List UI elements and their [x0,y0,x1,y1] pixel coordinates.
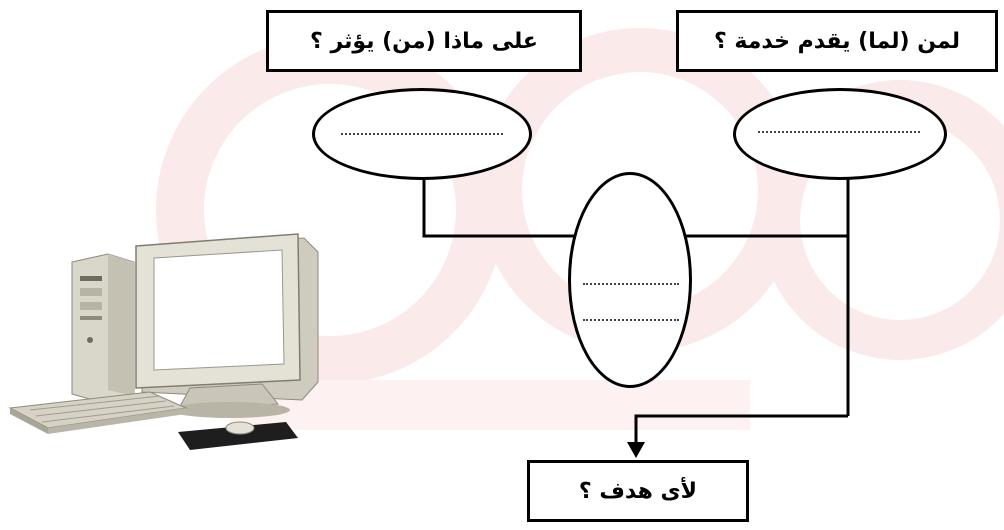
desktop-computer-icon [8,233,319,450]
question-box-serves: لمن (لما) يقدم خدمة ؟ [676,10,998,72]
answer-blank-right [758,131,920,133]
answer-ellipse-middle [568,172,692,388]
question-serves-text: لمن (لما) يقدم خدمة ؟ [713,28,961,54]
question-box-goal: لأى هدف ؟ [527,460,749,522]
question-goal-text: لأى هدف ؟ [578,478,698,504]
question-box-affects: على ماذا (من) يؤثر ؟ [266,10,582,72]
arrow-down-icon [627,442,645,458]
answer-blank-left [341,133,503,135]
answer-blank-middle-2 [583,319,679,321]
answer-ellipse-right [733,88,947,180]
answer-blank-middle-1 [583,283,679,285]
connector-left-to-junction [422,176,848,238]
answer-ellipse-left [312,88,532,180]
connector-to-goal [634,414,848,444]
question-affects-text: على ماذا (من) يؤثر ؟ [310,28,538,54]
